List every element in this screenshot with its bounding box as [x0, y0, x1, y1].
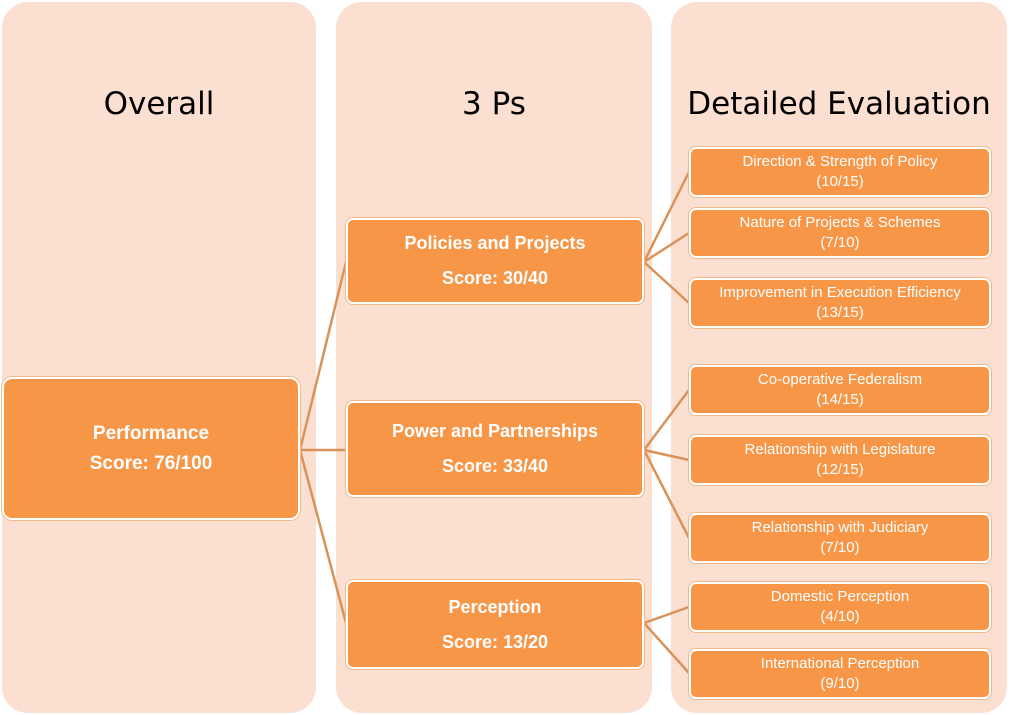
connector-power-federalism [643, 389, 690, 451]
detail-box-execution-efficiency: Improvement in Execution Efficiency (13/… [689, 278, 991, 328]
detail-score: (4/10) [820, 608, 860, 625]
detail-label: Domestic Perception [770, 588, 910, 605]
column-title-overall: Overall [103, 86, 215, 122]
column-overall: Overall [2, 2, 316, 713]
column-title-3ps: 3 Ps [462, 86, 526, 122]
detail-box-international-perception: International Perception (9/10) [689, 649, 991, 699]
pillar-box-policies-projects: Policies and Projects Score: 30/40 [346, 218, 644, 304]
pillar-score: Score: 33/40 [441, 456, 549, 476]
performance-label: Performance [92, 422, 210, 444]
pillar-label: Perception [448, 596, 542, 617]
detail-label: Relationship with Judiciary [751, 519, 929, 536]
pillar-score: Score: 30/40 [441, 268, 549, 288]
detail-score: (13/15) [816, 304, 864, 321]
pillar-label: Power and Partnerships [391, 421, 599, 441]
detail-box-relationship-legislature: Relationship with Legislature (12/15) [689, 435, 991, 485]
detail-score: (10/15) [816, 173, 864, 190]
connector-overall-policies [298, 261, 348, 451]
detail-box-cooperative-federalism: Co-operative Federalism (14/15) [689, 365, 991, 415]
pillar-label: Policies and Projects [404, 233, 586, 253]
detail-score: (7/10) [820, 539, 860, 556]
detail-label: Co-operative Federalism [757, 371, 923, 388]
performance-score: Score: 76/100 [89, 452, 213, 474]
connector-power-judiciary [642, 449, 691, 539]
detail-label: Direction & Strength of Policy [742, 153, 938, 170]
detail-box-nature-projects-schemes: Nature of Projects & Schemes (7/10) [689, 208, 991, 258]
pillar-score: Score: 13/20 [441, 631, 549, 652]
detail-label: Nature of Projects & Schemes [739, 214, 941, 231]
pillar-box-perception: Perception Score: 13/20 [346, 580, 644, 669]
detail-label: International Perception [760, 655, 920, 672]
connector-overall-perception [298, 449, 348, 624]
connector-policies-direction [642, 171, 691, 263]
detail-box-domestic-perception: Domestic Perception (4/10) [689, 582, 991, 632]
connector-power-legislature [643, 448, 690, 462]
detail-box-direction-strength-policy: Direction & Strength of Policy (10/15) [689, 147, 991, 197]
detail-label: Improvement in Execution Efficiency [719, 284, 961, 301]
detail-score: (12/15) [816, 461, 864, 478]
connector-policies-nature [643, 231, 690, 264]
detail-label: Relationship with Legislature [744, 441, 936, 458]
column-title-detailed-evaluation: Detailed Evaluation [687, 86, 991, 122]
detail-score: (14/15) [816, 391, 864, 408]
connector-policies-execution [643, 261, 690, 304]
detail-box-relationship-judiciary: Relationship with Judiciary (7/10) [689, 513, 991, 563]
detail-score: (9/10) [820, 675, 860, 692]
connector-perception-international [643, 622, 690, 674]
pillar-box-power-partnerships: Power and Partnerships Score: 33/40 [346, 401, 644, 497]
connector-perception-domestic [643, 605, 690, 625]
performance-box: Performance Score: 76/100 [2, 377, 300, 520]
detail-score: (7/10) [820, 234, 860, 251]
